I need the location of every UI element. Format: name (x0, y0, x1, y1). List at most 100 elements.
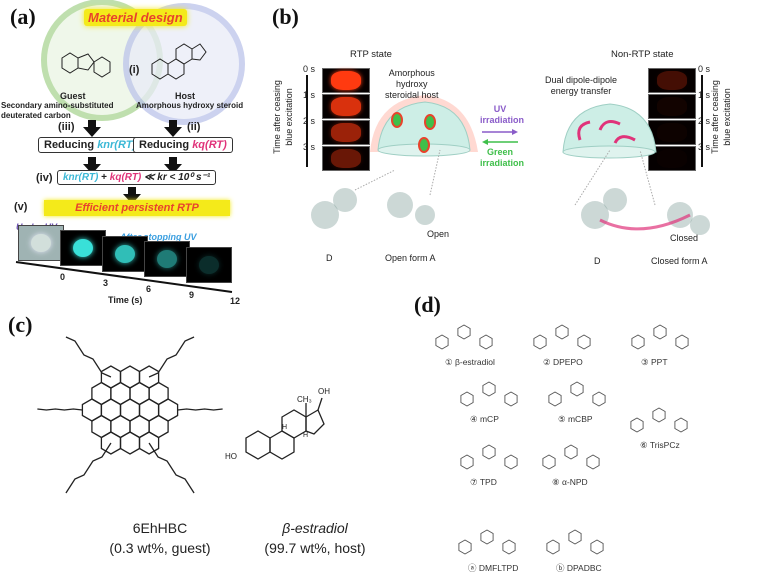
time-label: 3 s (303, 142, 316, 152)
benzene-ring (138, 431, 160, 455)
time-tick: 9 (189, 290, 195, 300)
oh-label: OH (318, 387, 330, 396)
sample-spot (31, 234, 51, 252)
rtp-dome (370, 95, 478, 157)
host-material-label: ③ PPT (641, 357, 668, 367)
phosphorescence-frame (322, 146, 370, 171)
benzene-ring (157, 398, 179, 422)
host-material-label: ⑥ TrisPCz (640, 440, 680, 450)
domes-illustration (311, 95, 710, 235)
molecule-structure (458, 529, 516, 555)
nonrtp-dome (562, 103, 657, 159)
material-design-title: Material design (84, 9, 187, 26)
molecule-structure (631, 324, 689, 350)
mol1-name: 6EhHBC (132, 520, 188, 536)
molecule-structure (546, 529, 604, 555)
afterglow-photo (60, 230, 106, 266)
ethylhexyl-chain (177, 408, 223, 411)
knr-term: knr(RT) (63, 172, 99, 183)
host-material-label: ② DPEPO (543, 357, 583, 367)
transfer-line-1: Dual dipole-dipole (545, 75, 618, 85)
benzene-ring (100, 365, 122, 389)
sample-spot (199, 256, 219, 274)
time-tick: 6 (146, 284, 152, 294)
sample-spot (157, 250, 177, 268)
reducing-text: Reducing (44, 139, 95, 151)
kq-term: kq(RT) (192, 139, 227, 151)
arrow-down-icon (83, 120, 101, 137)
host-material-label: ⓐ DMFLTPD (468, 563, 519, 573)
arrow-down-icon (83, 157, 101, 174)
emission-spot (657, 97, 687, 116)
benzene-ring (119, 365, 141, 389)
phosphorescence-frame (648, 94, 696, 119)
step-iii: (iii) (58, 121, 75, 133)
emission-spot (331, 149, 361, 168)
emission-spot (331, 97, 361, 116)
kq-term: kq(RT) (109, 172, 142, 183)
green-irradiation-label: Green irradiation (480, 147, 524, 169)
d-right-label: D (594, 256, 601, 266)
guest-desc-2: deuterated carbon (1, 111, 71, 120)
host-material-label: ④ mCP (470, 414, 499, 424)
time-tick: 3 (103, 278, 109, 288)
benzene-ring (100, 431, 122, 455)
phosphorescence-frame (322, 68, 370, 93)
leader-lines (354, 149, 656, 206)
afterglow-photo (102, 236, 148, 272)
guest-structure (61, 52, 111, 78)
time-arrow-icon (701, 75, 703, 167)
arrow-down-icon (123, 187, 141, 204)
plus: + (101, 172, 107, 183)
h-label: H (282, 424, 288, 431)
rate-relation: ≪ kr < 10⁰ s⁻¹ (144, 172, 211, 183)
afterglow-photo (144, 241, 190, 277)
sample-spot (115, 245, 135, 263)
mol2-name: β-estradiol (282, 520, 348, 536)
irradiation-arrows (482, 129, 518, 145)
time-tick: 12 (230, 296, 241, 306)
ethylhexyl-chain (37, 408, 83, 411)
host-label: Host (175, 91, 195, 101)
rate-condition-box: knr(RT) + kq(RT) ≪ kr < 10⁰ s⁻¹ (57, 170, 217, 185)
step-iv: (iv) (36, 172, 53, 184)
guest-label: Guest (60, 91, 86, 101)
guest-desc-1: Secondary amino-substituted (1, 101, 114, 110)
h-label: H (303, 432, 309, 439)
time-axis-title: Time (s) (108, 295, 143, 305)
molecule-structure (548, 381, 606, 407)
afterglow-photo (186, 247, 232, 283)
panel-a-label: (a) (10, 4, 36, 29)
after-uv-label: After stopping UV (120, 232, 197, 242)
time-label: 0 s (303, 64, 316, 74)
time-axis (15, 261, 233, 293)
hbc-structure (37, 336, 325, 494)
open-label: Open (427, 229, 450, 239)
host-desc: Amorphous hydroxy steroid (136, 101, 244, 110)
ho-label: HO (225, 452, 237, 461)
time-label: 3 s (698, 142, 711, 152)
molecule-structure (533, 324, 591, 350)
benzene-ring (81, 398, 103, 422)
emission-spot (657, 71, 687, 90)
time-label: 1 s (698, 90, 711, 100)
mol1-desc: (0.3 wt%, guest) (109, 540, 211, 556)
ethylhexyl-chain (65, 336, 112, 378)
transfer-line-2: energy transfer (550, 86, 612, 96)
time-label: 2 s (698, 116, 711, 126)
time-label: 1 s (303, 90, 316, 100)
phosphorescence-frame (322, 94, 370, 119)
green-line-1: Green (486, 147, 513, 157)
nonrtp-state-title: Non-RTP state (611, 49, 674, 60)
emission-spot (331, 71, 361, 90)
arrow-down-icon (164, 120, 182, 137)
time-label: 0 s (698, 64, 711, 74)
d-left-label: D (326, 253, 333, 263)
benzene-ring (138, 365, 160, 389)
host-annotation: Amorphous hydroxy steroidal host (385, 68, 439, 101)
knr-term: knr(RT) (97, 139, 137, 151)
time-label: 2 s (303, 116, 316, 126)
estradiol-structure (245, 397, 325, 460)
energy-transfer-annotation: Dual dipole-dipole energy transfer (545, 75, 617, 97)
